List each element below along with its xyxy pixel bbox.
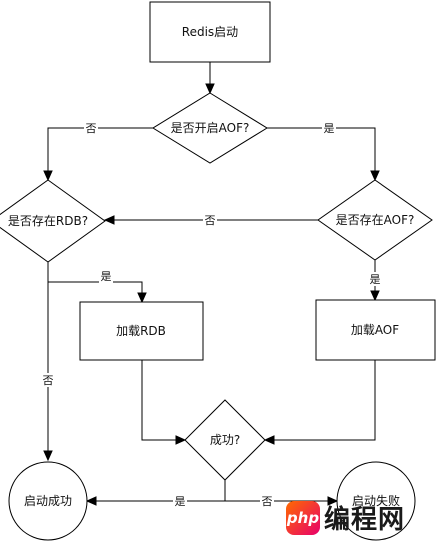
- node-aof-enabled-decision: 是否开启AOF?: [152, 92, 268, 164]
- edge-load-rdb-to-success: [141, 360, 187, 445]
- edge-label-aof-exists-yes: 是: [370, 273, 381, 286]
- edge-aof-exists-no: 否: [103, 213, 318, 227]
- edge-label-rdb-exists-yes: 是: [101, 270, 112, 283]
- watermark-logo-icon: php: [286, 500, 320, 535]
- node-aof-enabled-label: 是否开启AOF?: [171, 121, 250, 135]
- edge-start-to-aof-enabled: [205, 62, 215, 95]
- node-rdb-exists-decision: 是否存在RDB?: [0, 179, 106, 263]
- node-start-failed-label: 启动失败: [352, 493, 400, 508]
- node-redis-start: Redis启动: [149, 1, 271, 63]
- node-success-decision: 成功?: [184, 399, 266, 481]
- site-watermark: php 编程网: [286, 494, 436, 541]
- node-start-failed: 启动失败: [336, 461, 416, 541]
- edge-aof-enabled-no: 否: [43, 121, 153, 182]
- edge-label-success-yes: 是: [175, 495, 186, 508]
- node-aof-exists-decision: 是否存在AOF?: [317, 179, 433, 261]
- node-load-aof-label: 加载AOF: [351, 323, 399, 337]
- edge-load-aof-to-success: [263, 360, 376, 445]
- edge-label-aof-enabled-no: 否: [86, 122, 97, 135]
- node-start-success-label: 启动成功: [24, 494, 72, 508]
- node-start-success: 启动成功: [8, 461, 88, 541]
- node-load-rdb-label: 加载RDB: [116, 324, 166, 338]
- node-aof-exists-label: 是否存在AOF?: [336, 213, 415, 227]
- node-success-label: 成功?: [210, 433, 240, 447]
- edge-label-aof-exists-no: 否: [205, 214, 216, 227]
- node-load-rdb: 加载RDB: [79, 301, 204, 361]
- edge-rdb-exists-yes: 是: [48, 269, 147, 304]
- node-redis-start-label: Redis启动: [182, 25, 238, 39]
- edge-label-success-no: 否: [262, 495, 273, 508]
- edge-success-yes: 是: [85, 480, 226, 508]
- edge-aof-enabled-yes: 是: [267, 121, 380, 182]
- edge-label-aof-enabled-yes: 是: [324, 122, 335, 135]
- edge-aof-exists-yes: 是: [368, 260, 382, 302]
- edge-label-rdb-exists-no: 否: [43, 374, 54, 387]
- edge-rdb-exists-no: 否: [41, 262, 55, 462]
- watermark-text: 编程网: [324, 505, 406, 535]
- node-rdb-exists-label: 是否存在RDB?: [8, 214, 88, 228]
- node-load-aof: 加载AOF: [315, 299, 436, 361]
